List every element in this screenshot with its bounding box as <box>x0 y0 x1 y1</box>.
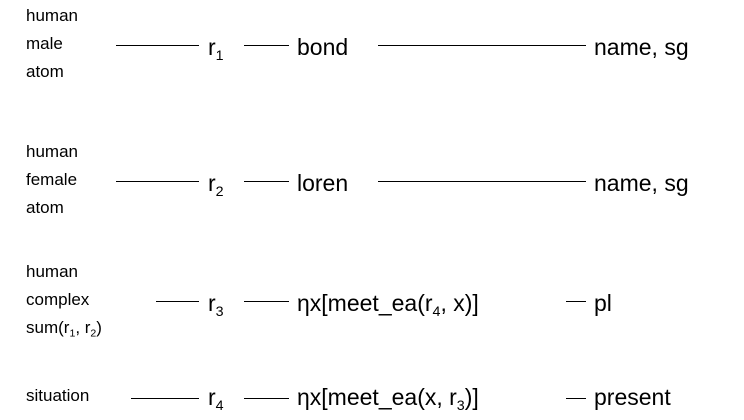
row1-connector-1 <box>116 45 199 46</box>
row3-feature-1: human <box>26 262 78 281</box>
row1-tag: name, sg <box>594 34 689 60</box>
row2-referent: r2 <box>208 170 224 200</box>
row3-feature-sum: sum(r1, r2) <box>26 318 102 340</box>
row1-content: bond <box>297 34 349 60</box>
row1-feature-2: male <box>26 34 63 53</box>
row4-connector-2 <box>244 398 289 399</box>
row3-referent: r3 <box>208 290 224 320</box>
row3-content: ηx[meet_ea(r4, x)] <box>297 290 479 320</box>
row1-feature-3: atom <box>26 62 64 81</box>
row4-referent: r4 <box>208 384 224 414</box>
row3-feature-2: complex <box>26 290 90 309</box>
row3-connector-3 <box>566 301 586 302</box>
row3-connector-2 <box>244 301 289 302</box>
row2-tag: name, sg <box>594 170 689 196</box>
row2-connector-2 <box>244 181 289 182</box>
row4-tag: present <box>594 384 671 410</box>
row4-connector-3 <box>566 398 586 399</box>
row3-connector-1 <box>156 301 199 302</box>
row2-connector-1 <box>116 181 199 182</box>
row2-feature-1: human <box>26 142 78 161</box>
row2-feature-2: female <box>26 170 78 189</box>
row2-content: loren <box>297 170 349 196</box>
row3-tag: pl <box>594 290 612 316</box>
row1-feature-1: human <box>26 6 78 25</box>
row1-referent: r1 <box>208 34 224 64</box>
row4-content: ηx[meet_ea(x, r3)] <box>297 384 479 414</box>
row2-connector-3 <box>378 181 586 182</box>
row2-feature-3: atom <box>26 198 64 217</box>
row1-connector-2 <box>244 45 289 46</box>
row4-feature-1: situation <box>26 386 90 405</box>
row1-connector-3 <box>378 45 586 46</box>
row4-connector-1 <box>131 398 199 399</box>
